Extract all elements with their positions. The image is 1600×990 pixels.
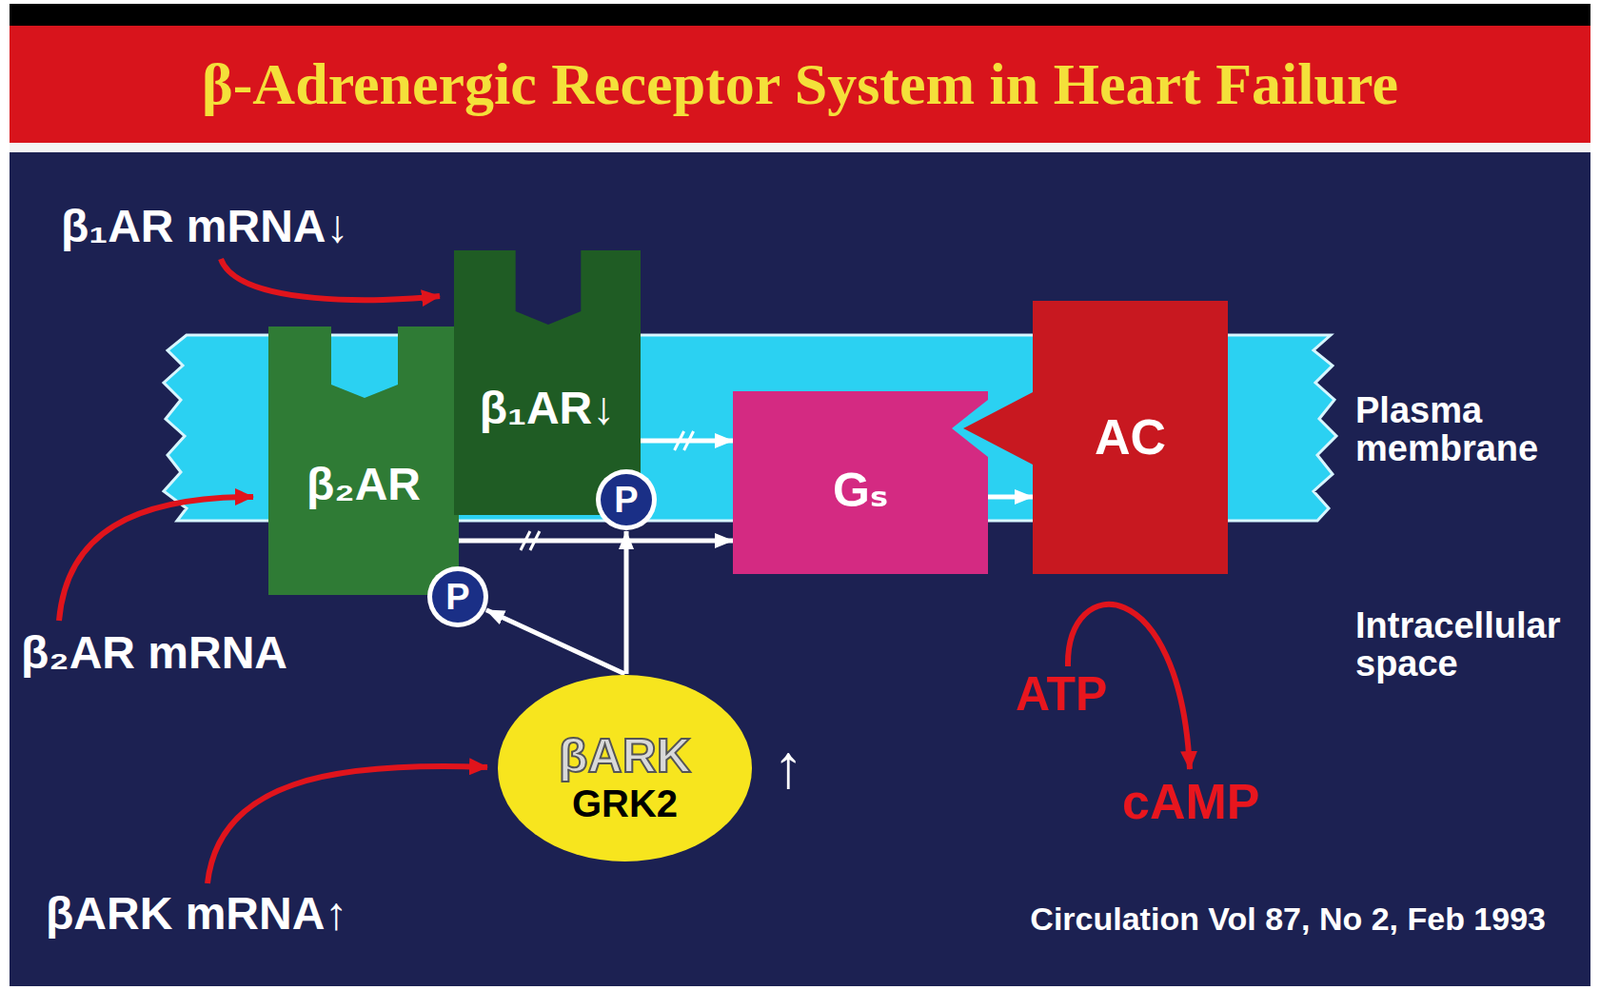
phosphate-ring	[595, 469, 657, 531]
kinase-ellipse: βARKGRK2	[496, 673, 753, 863]
citation: Circulation Vol 87, No 2, Feb 1993	[1029, 900, 1546, 937]
signal-arrow	[458, 538, 733, 544]
g-protein-shape	[732, 391, 988, 574]
phosphate-circle: P	[426, 565, 490, 629]
expression-arrow	[59, 496, 254, 621]
phosphate-fill	[432, 571, 484, 623]
cyclase-shape	[963, 300, 1228, 574]
receptor-shape	[268, 326, 459, 595]
receptor-box: β₂AR	[268, 326, 459, 595]
substrate-label: ATP	[1015, 667, 1107, 721]
top-black-bar	[9, 3, 1591, 26]
expression-arrow	[220, 258, 440, 300]
phosphate-label: P	[613, 479, 638, 521]
title-rule	[9, 142, 1591, 153]
phosphate-label: P	[445, 576, 470, 618]
phosphate-circle: P	[594, 468, 658, 532]
signal-arrow	[486, 610, 626, 674]
receptor-label: β₂AR	[306, 458, 421, 511]
kinase-alias: GRK2	[572, 782, 678, 826]
break-mark	[684, 431, 694, 451]
product-label: cAMP	[1122, 773, 1260, 830]
mrna-label: β₂AR mRNA	[20, 627, 288, 679]
break-mark	[520, 531, 531, 551]
mrna-label: βARK mRNA↑	[45, 888, 348, 940]
signal-arrow	[624, 531, 630, 674]
increase-arrow: ↑	[772, 732, 804, 802]
mrna-label: β₁AR mRNA↓	[60, 200, 349, 253]
protein-label: Gₛ	[832, 463, 889, 517]
expression-arrow	[207, 766, 488, 884]
phosphate-ring	[427, 566, 489, 628]
adenylyl-cyclase-box: AC	[1032, 300, 1228, 574]
region-label: Intracellular space	[1355, 607, 1584, 684]
break-mark	[530, 531, 540, 551]
receptor-label: β₁AR↓	[479, 382, 615, 435]
g-protein-box: Gₛ	[732, 391, 988, 574]
kinase-shape	[497, 674, 752, 862]
phosphate-fill	[600, 474, 652, 526]
slide-ground	[9, 152, 1591, 987]
signal-arrow	[987, 494, 1033, 500]
region-label: Plasma membrane	[1355, 392, 1584, 469]
break-mark	[674, 431, 685, 451]
slide-title: β-Adrenergic Receptor System in Heart Fa…	[0, 50, 1600, 119]
kinase-label: βARK	[558, 729, 692, 783]
enzyme-label: AC	[1094, 409, 1166, 465]
